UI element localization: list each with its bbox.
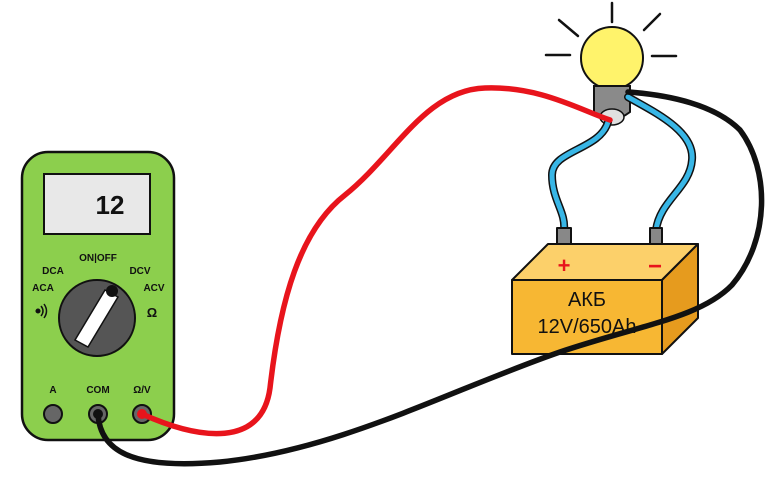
dial-label-ohm: Ω [147, 305, 157, 320]
battery-plus-sign: + [558, 253, 571, 278]
jack-label-a: A [49, 385, 56, 396]
dial-label-acv: ACV [143, 283, 164, 294]
battery-minus-sign: − [648, 253, 662, 280]
jack-a[interactable] [43, 404, 63, 424]
dial-indicator-dot [106, 285, 118, 297]
battery [511, 227, 699, 355]
dial-label-aca: ACA [32, 283, 54, 294]
bulb-glass [580, 26, 644, 90]
continuity-icon [35, 303, 48, 319]
continuity-wave [40, 305, 44, 317]
blue-wires [547, 93, 697, 234]
continuity-wave [43, 303, 48, 319]
lamp-rays [544, 1, 678, 58]
ray [557, 18, 580, 38]
continuity-dot [35, 308, 41, 314]
dial-label-on-off: ON|OFF [79, 253, 117, 264]
jack-label-com: COM [86, 385, 109, 396]
ray [642, 12, 662, 32]
blue-wire-plus [549, 119, 611, 233]
dial-label-dcv: DCV [129, 266, 150, 277]
red-wire [139, 85, 613, 437]
jack-label-ohm-v: Ω/V [133, 385, 151, 396]
display-reading: 12 [96, 190, 125, 220]
dial-label-dca: DCA [42, 266, 64, 277]
rotary-selector-dial[interactable] [58, 279, 136, 357]
battery-label: АКБ [568, 289, 606, 311]
black-wire [95, 89, 765, 467]
blue-wire-minus [625, 94, 695, 233]
multimeter-display [43, 173, 151, 235]
battery-rating: 12V/650Ah [538, 316, 637, 338]
